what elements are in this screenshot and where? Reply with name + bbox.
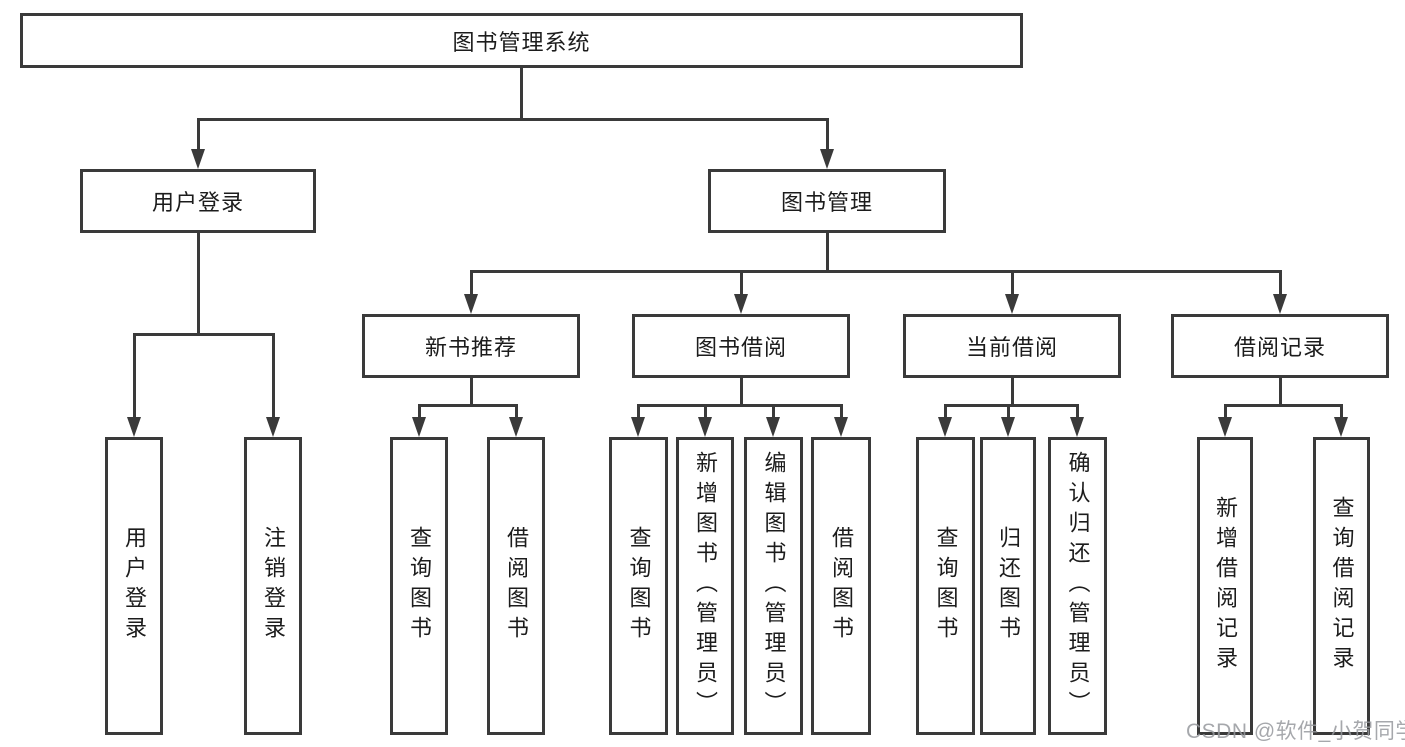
connector-line	[470, 378, 473, 406]
leaf-add-borrow-record: 新增借阅记录	[1197, 437, 1253, 735]
leaf-borrow-books-recommend: 借阅图书	[487, 437, 545, 735]
arrow-down-icon	[631, 417, 645, 437]
connector-line	[826, 118, 829, 151]
arrow-down-icon	[1001, 417, 1015, 437]
connector-line	[272, 333, 275, 419]
arrow-down-icon	[191, 149, 205, 169]
arrow-down-icon	[412, 417, 426, 437]
arrow-down-icon	[734, 294, 748, 314]
connector-line	[1076, 404, 1079, 419]
connector-line	[1279, 270, 1282, 296]
arrow-down-icon	[266, 417, 280, 437]
connector-line	[637, 404, 640, 419]
connector-line	[133, 333, 136, 419]
connector-line	[1224, 404, 1343, 407]
connector-line	[515, 404, 518, 419]
leaf-query-books-recommend: 查询图书	[390, 437, 448, 735]
leaf-query-borrow-record: 查询借阅记录	[1313, 437, 1370, 735]
leaf-logout: 注销登录	[244, 437, 302, 735]
arrow-down-icon	[820, 149, 834, 169]
connector-line	[637, 404, 843, 407]
arrow-down-icon	[127, 417, 141, 437]
leaf-user-login: 用户登录	[105, 437, 163, 735]
leaf-query-books-borrowing: 查询图书	[609, 437, 668, 735]
node-user-login: 用户登录	[80, 169, 316, 233]
connector-line	[1279, 378, 1282, 406]
connector-line	[197, 118, 829, 121]
connector-line	[197, 118, 200, 151]
connector-line	[944, 404, 1079, 407]
arrow-down-icon	[834, 417, 848, 437]
arrow-down-icon	[509, 417, 523, 437]
connector-line	[470, 270, 1282, 273]
arrow-down-icon	[938, 417, 952, 437]
leaf-add-books-admin: 新增图书（管理员）	[676, 437, 734, 735]
connector-line	[772, 404, 775, 419]
connector-line	[1007, 404, 1010, 419]
arrow-down-icon	[1273, 294, 1287, 314]
connector-line	[944, 404, 947, 419]
connector-line	[1011, 378, 1014, 406]
node-current-borrowing: 当前借阅	[903, 314, 1121, 378]
arrow-down-icon	[698, 417, 712, 437]
connector-line	[1011, 270, 1014, 296]
node-new-book-recommend: 新书推荐	[362, 314, 580, 378]
connector-line	[704, 404, 707, 419]
connector-line	[418, 404, 421, 419]
leaf-return-books: 归还图书	[980, 437, 1036, 735]
connector-line	[1340, 404, 1343, 419]
arrow-down-icon	[464, 294, 478, 314]
connector-line	[520, 68, 523, 120]
arrow-down-icon	[1218, 417, 1232, 437]
arrow-down-icon	[1005, 294, 1019, 314]
leaf-confirm-return-admin: 确认归还（管理员）	[1048, 437, 1107, 735]
csdn-watermark: CSDN @软件_小贺同学	[1186, 720, 1405, 743]
connector-line	[740, 378, 743, 406]
leaf-edit-books-admin: 编辑图书（管理员）	[744, 437, 803, 735]
node-library-management-system: 图书管理系统	[20, 13, 1023, 68]
connector-line	[197, 233, 200, 335]
node-book-borrowing: 图书借阅	[632, 314, 850, 378]
connector-line	[1224, 404, 1227, 419]
arrow-down-icon	[1070, 417, 1084, 437]
connector-line	[470, 270, 473, 296]
connector-line	[840, 404, 843, 419]
arrow-down-icon	[1334, 417, 1348, 437]
node-book-management: 图书管理	[708, 169, 946, 233]
leaf-borrow-books: 借阅图书	[811, 437, 871, 735]
connector-line	[740, 270, 743, 296]
leaf-query-books-current: 查询图书	[916, 437, 975, 735]
arrow-down-icon	[766, 417, 780, 437]
connector-line	[826, 233, 829, 272]
node-borrowing-records: 借阅记录	[1171, 314, 1389, 378]
connector-line	[133, 333, 275, 336]
connector-line	[418, 404, 518, 407]
